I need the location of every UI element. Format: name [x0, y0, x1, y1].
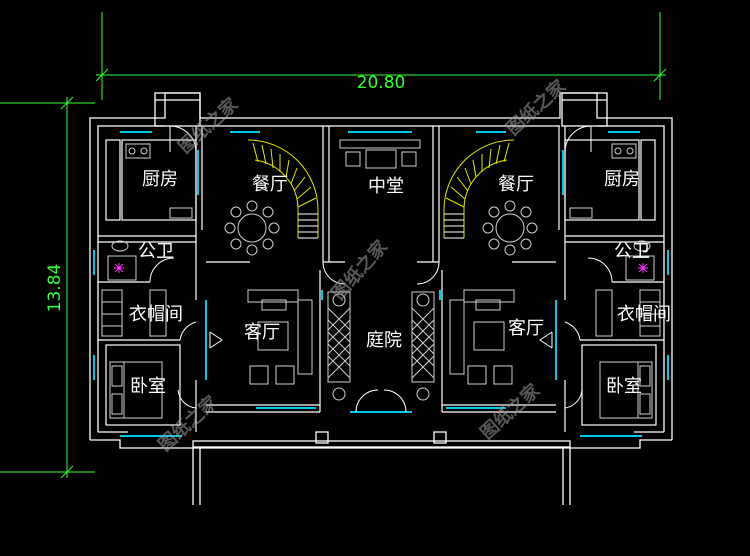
- spiral-stair-left-treads: [298, 213, 318, 239]
- height-dimension: [0, 96, 95, 479]
- room-label-kitchen-left: 厨房: [142, 169, 178, 190]
- living-sofa-right: [449, 289, 515, 385]
- hall-altar-table: [339, 139, 421, 169]
- room-label-bedroom-right: 卧室: [606, 376, 642, 397]
- width-dimension: [95, 12, 667, 100]
- exterior-walls: [89, 92, 673, 505]
- dining-table-left: [224, 200, 280, 256]
- room-label-kitchen-right: 厨房: [604, 169, 640, 190]
- room-label-closet-left: 衣帽间: [129, 304, 183, 325]
- room-label-living-left: 客厅: [244, 322, 280, 343]
- room-label-living-right: 客厅: [508, 318, 544, 339]
- bathroom-fixtures-left: [107, 240, 137, 281]
- shower-marker-right: [638, 263, 648, 273]
- bathroom-fixtures-right: [625, 240, 655, 281]
- room-label-dining-right: 餐厅: [498, 174, 534, 195]
- room-label-central-hall: 中堂: [368, 176, 404, 197]
- spiral-stair-right: [443, 139, 515, 238]
- closet-shelves-right: [595, 289, 661, 337]
- room-label-bathroom-left: 公卫: [138, 241, 174, 262]
- spiral-stair-left: [247, 139, 319, 238]
- height-dimension-label: 13.84: [45, 264, 65, 313]
- room-label-courtyard: 庭院: [366, 330, 402, 351]
- door-swings: [149, 125, 613, 413]
- closet-shelves-left: [101, 289, 167, 337]
- width-dimension-label: 20.80: [357, 73, 406, 93]
- room-label-closet-right: 衣帽间: [617, 304, 671, 325]
- bed-left: [109, 361, 163, 419]
- entry-arrow-left: [209, 331, 223, 349]
- windows: [93, 131, 669, 437]
- courtyard-lattice-right: [411, 291, 435, 401]
- bed-right: [599, 361, 653, 419]
- spiral-stair-right-treads: [444, 213, 464, 239]
- kitchen-counter-left: [125, 143, 193, 219]
- entry-arrow-right: [539, 331, 553, 349]
- courtyard-lattice-left: [327, 291, 351, 401]
- kitchen-counter-right: [569, 143, 637, 219]
- room-label-dining-left: 餐厅: [252, 174, 288, 195]
- dining-table-right: [482, 200, 538, 256]
- room-label-bathroom-right: 公卫: [614, 241, 650, 262]
- shower-marker-left: [114, 263, 124, 273]
- room-label-bedroom-left: 卧室: [130, 376, 166, 397]
- living-sofa-left: [247, 289, 313, 385]
